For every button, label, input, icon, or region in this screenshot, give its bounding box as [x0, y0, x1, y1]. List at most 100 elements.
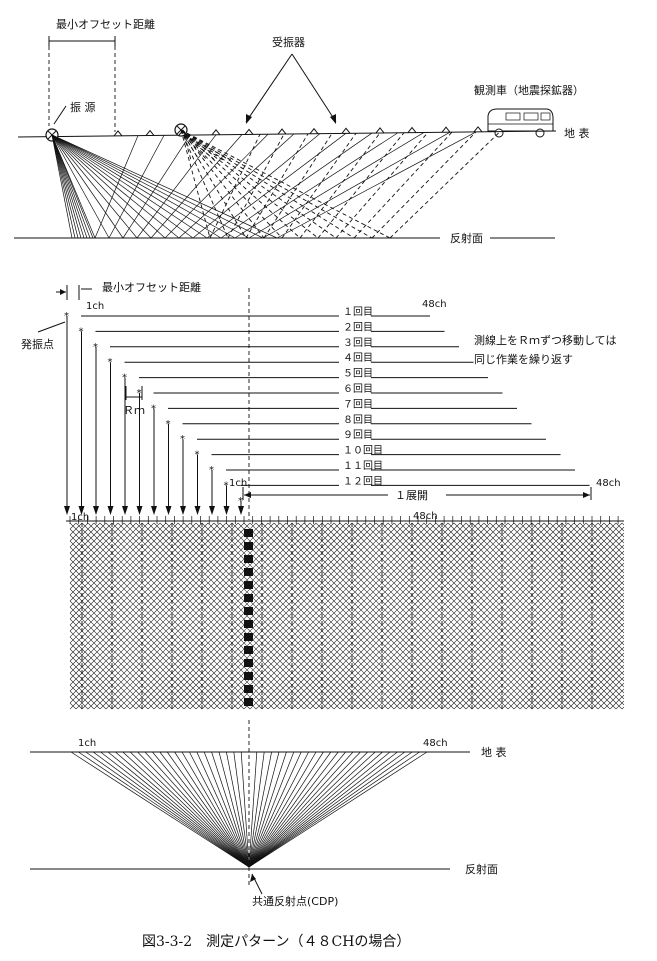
hatch-up [267, 522, 455, 710]
hatch-up [69, 522, 209, 662]
receiver-icons [113, 126, 483, 137]
round-label: ６回目 [343, 383, 373, 395]
ray-down [51, 134, 138, 239]
ray-up [206, 133, 347, 239]
hatch-up [99, 522, 287, 710]
cdp-block [244, 594, 253, 602]
ray-steep [51, 134, 76, 239]
cdp-ray [248, 751, 391, 868]
hatch-up [471, 556, 625, 710]
round-label-bg [339, 336, 371, 348]
grid-first-label: 1ch [71, 512, 89, 523]
ray-down [51, 134, 110, 239]
hatch-up [489, 574, 625, 710]
ray-up [136, 134, 217, 239]
ray-steep [51, 134, 94, 239]
receiver-icon [407, 126, 417, 133]
ray-down [51, 134, 180, 239]
cdp-block [244, 542, 253, 550]
receiver-icon [341, 127, 351, 134]
hatch-up [591, 676, 625, 710]
ray-up-dashed [299, 132, 381, 239]
ray-up [220, 132, 373, 239]
round-label-bg [339, 444, 371, 456]
hatch-down [495, 522, 625, 652]
shot-star: * [122, 373, 127, 384]
rm-label: Ｒｍ [123, 404, 145, 417]
hatch-up [453, 538, 625, 710]
cdp-label: 共通反射点(CDP) [252, 894, 338, 908]
cdp-ray [189, 751, 250, 868]
hatch-up [75, 522, 263, 710]
ray-steep [51, 134, 91, 239]
spread-last-label: 48ch [596, 478, 621, 489]
round-label: ４回目 [343, 352, 373, 364]
hatch-up [423, 522, 611, 710]
cdp-block [244, 646, 253, 654]
hatch-up [69, 522, 77, 530]
hatch-up [429, 522, 617, 710]
hatch-up [111, 522, 299, 710]
ray-paths-top [51, 129, 501, 239]
cdp-ray [129, 751, 250, 868]
ray-up-dashed [335, 132, 429, 239]
cdp-ray [152, 751, 250, 868]
shot-arrowhead [64, 506, 70, 515]
hatch-up [231, 522, 419, 710]
hatch-down [447, 522, 625, 700]
hatch-up [579, 664, 625, 710]
ray-up-dashed [371, 131, 477, 239]
cdp-ray-fan [70, 751, 428, 868]
bottom-section: 地 表 1ch 48ch 反射面 共通反射点(CDP) [30, 720, 507, 908]
hatch-down [561, 522, 625, 586]
round-label-bg [339, 383, 371, 394]
round-label-bg [339, 367, 371, 379]
hatch-up [129, 522, 317, 710]
round-label-bg [339, 413, 371, 425]
shot-arrowhead [165, 506, 172, 515]
ray-down [51, 134, 208, 239]
round-label-bg [339, 475, 371, 487]
cdp-ray [248, 751, 302, 868]
cdp-ray [211, 751, 250, 868]
shot-star: * [224, 480, 229, 491]
shot-star: * [137, 388, 142, 399]
grid-last-label: 48ch [413, 511, 438, 522]
cdp-ray [92, 751, 250, 868]
hatch-up [303, 522, 491, 710]
truck-label: 観測車（地震探鉱器） [474, 83, 584, 97]
hatch-up [141, 522, 329, 710]
spread-marker: 1ch 48ch １展開 [229, 478, 621, 502]
hatch-down [567, 522, 625, 580]
hatch-up [519, 604, 625, 710]
cdp-ray [248, 751, 280, 868]
hatch-up [279, 522, 467, 710]
hatch-up [69, 522, 167, 620]
ray-up-dashed [227, 133, 285, 239]
shot-arrowhead [78, 506, 85, 515]
hatch-down [507, 522, 625, 640]
hatch-up [87, 522, 275, 710]
cdp-block [244, 620, 253, 628]
ray-down-dashed [180, 129, 373, 239]
round-lines: *１回目*２回目*３回目*４回目*５回目*６回目*７回目*８回目*９回目*１０回… [64, 306, 590, 515]
cdp-ray [248, 751, 287, 868]
cdp-column [244, 529, 253, 706]
hatch-up [69, 522, 113, 566]
spread-first-label: 1ch [229, 478, 247, 489]
cdp-ray [248, 751, 369, 868]
rm-marker: Ｒｍ [123, 386, 145, 417]
hatch-up [291, 522, 479, 710]
ray-down-dashed [180, 129, 229, 239]
shot-star: * [209, 465, 214, 476]
hatch-up [405, 522, 593, 710]
hatch-up [69, 522, 119, 572]
hatch-up [69, 522, 83, 536]
hatch-up [561, 646, 625, 710]
shot-arrowhead [93, 506, 99, 515]
hatch-up [177, 522, 365, 710]
ray-down [51, 134, 236, 239]
cdp-block [244, 568, 253, 576]
reflector-label-bottom: 反射面 [465, 862, 498, 876]
